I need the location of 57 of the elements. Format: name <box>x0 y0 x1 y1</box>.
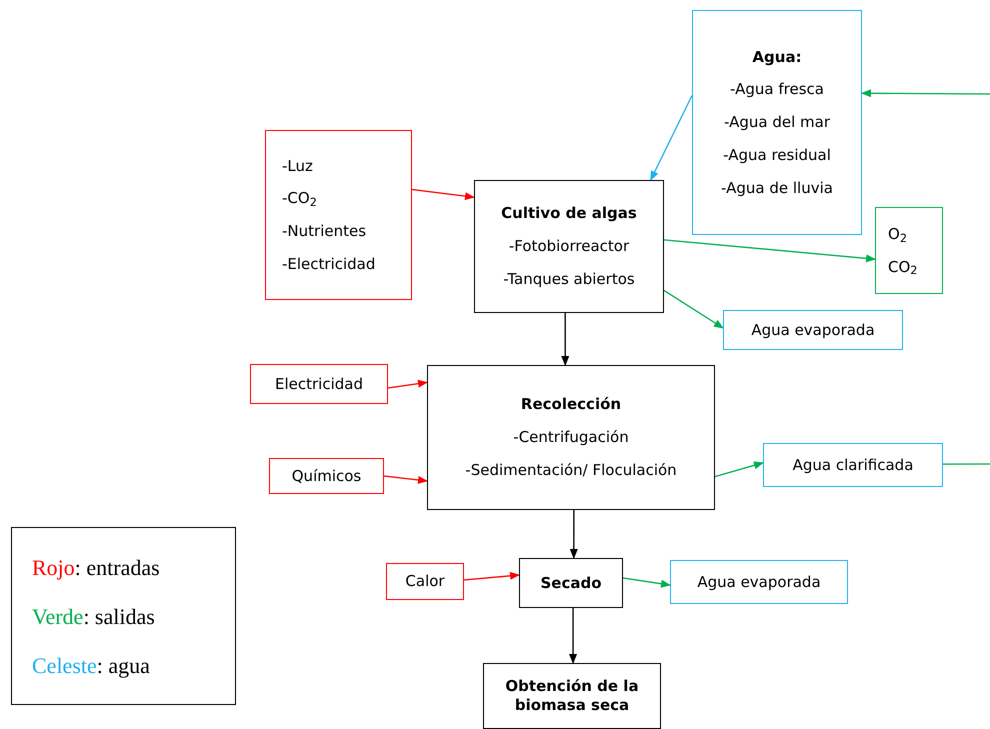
output-box <box>875 207 943 294</box>
arrow <box>650 95 693 181</box>
water-box <box>670 560 848 604</box>
arrow <box>570 510 578 559</box>
process-box <box>519 558 623 608</box>
water-box <box>763 443 943 487</box>
box-text: -CO$_{2}$ <box>282 189 317 208</box>
box-heading: Agua: <box>752 48 802 66</box>
box-text: -Tanques abiertos <box>503 270 635 289</box>
legend-key: Celeste <box>32 648 97 682</box>
arrow <box>464 572 520 581</box>
process-box <box>474 180 664 313</box>
arrow <box>388 380 428 389</box>
input-box <box>269 458 384 494</box>
arrow <box>714 461 764 478</box>
process-box <box>427 365 715 510</box>
legend-text: : salidas <box>83 602 155 630</box>
arrow <box>384 475 428 484</box>
arrow <box>412 188 475 200</box>
box-text: Electricidad <box>275 374 363 394</box>
legend-text: : agua <box>96 652 150 680</box>
arrow <box>569 608 578 664</box>
box-text: CO$_{2}$ <box>888 258 918 276</box>
box-heading: Recolección <box>520 395 622 414</box>
legend-key: Verde <box>32 600 84 632</box>
box-text: Agua evaporada <box>697 572 821 592</box>
box-text: -Agua residual <box>723 146 831 165</box>
box-text: -Fotobiorreactor <box>508 237 630 256</box>
water-box <box>723 310 903 350</box>
arrow <box>861 89 990 98</box>
process-box <box>483 663 661 729</box>
box-text: Agua clarificada <box>792 456 914 474</box>
legend-key: Rojo <box>32 550 75 584</box>
box-heading: Cultivo de algas <box>501 204 637 224</box>
box-heading: Secado <box>540 574 602 592</box>
box-text: Agua evaporada <box>751 320 875 340</box>
input-box <box>250 364 388 404</box>
box-text: -Agua del mar <box>724 113 830 132</box>
box-heading: Obtención de la biomasa seca <box>504 677 640 715</box>
arrow <box>622 577 671 588</box>
box-text: Calor <box>405 572 445 591</box>
box-text: -Nutrientes <box>282 222 366 241</box>
box-text: -Sedimentación/ Floculación <box>465 460 677 480</box>
box-text: -Electricidad <box>282 254 376 274</box>
box-text: O$_{2}$ <box>888 224 907 244</box>
box-text: -Centrifugación <box>513 428 629 447</box>
box-text: -Agua de lluvia <box>721 178 833 198</box>
arrow <box>664 239 876 262</box>
arrow <box>561 313 570 366</box>
arrow <box>664 290 724 329</box>
box-text: -Agua fresca <box>730 80 824 100</box>
input-box <box>386 563 464 600</box>
box-text: Químicos <box>292 466 362 486</box>
box-text: -Luz <box>282 156 313 176</box>
water-box <box>692 10 862 235</box>
input-box <box>265 130 412 300</box>
legend-text: : entradas <box>74 554 160 582</box>
